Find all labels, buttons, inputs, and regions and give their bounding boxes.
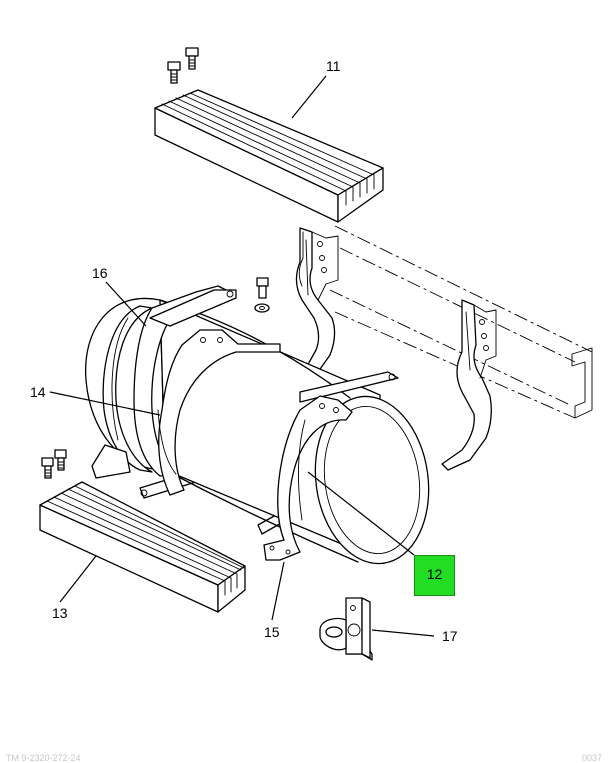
leader-14 bbox=[49, 391, 161, 416]
callout-15: 15 bbox=[264, 624, 280, 640]
bolts-bottom bbox=[41, 449, 67, 479]
callout-12[interactable]: 12 bbox=[426, 566, 443, 582]
strap-16 bbox=[91, 289, 237, 479]
step-item-13 bbox=[39, 481, 246, 613]
saddle-bracket-front bbox=[263, 395, 353, 561]
mounting-bracket-rear bbox=[441, 299, 497, 471]
bracket-item-17 bbox=[319, 597, 373, 661]
leader-lines bbox=[49, 75, 435, 637]
saddle-bracket-middle bbox=[158, 329, 281, 496]
mounting-bracket-front bbox=[295, 227, 339, 373]
leader-17 bbox=[371, 629, 435, 637]
callout-16: 16 bbox=[92, 265, 108, 281]
callout-13: 13 bbox=[52, 605, 68, 621]
bolts-top bbox=[167, 47, 199, 84]
step-item-11 bbox=[154, 89, 384, 223]
bolt-washer-middle bbox=[254, 277, 270, 313]
callout-17: 17 bbox=[442, 628, 458, 644]
callout-14: 14 bbox=[30, 384, 46, 400]
footer-left: TM 9-2320-272-24 bbox=[6, 753, 81, 763]
strap-14 bbox=[157, 371, 399, 475]
callout-11: 11 bbox=[326, 58, 341, 74]
leader-13 bbox=[59, 555, 97, 603]
leader-12 bbox=[307, 471, 415, 556]
frame-rail-phantom bbox=[329, 225, 593, 419]
footer-right: 0037 bbox=[581, 753, 602, 763]
leader-16 bbox=[105, 281, 147, 327]
leader-11 bbox=[291, 75, 327, 119]
fuel-tank bbox=[84, 297, 430, 565]
highlighted-callout-box[interactable] bbox=[414, 555, 455, 596]
leader-15 bbox=[271, 561, 285, 621]
